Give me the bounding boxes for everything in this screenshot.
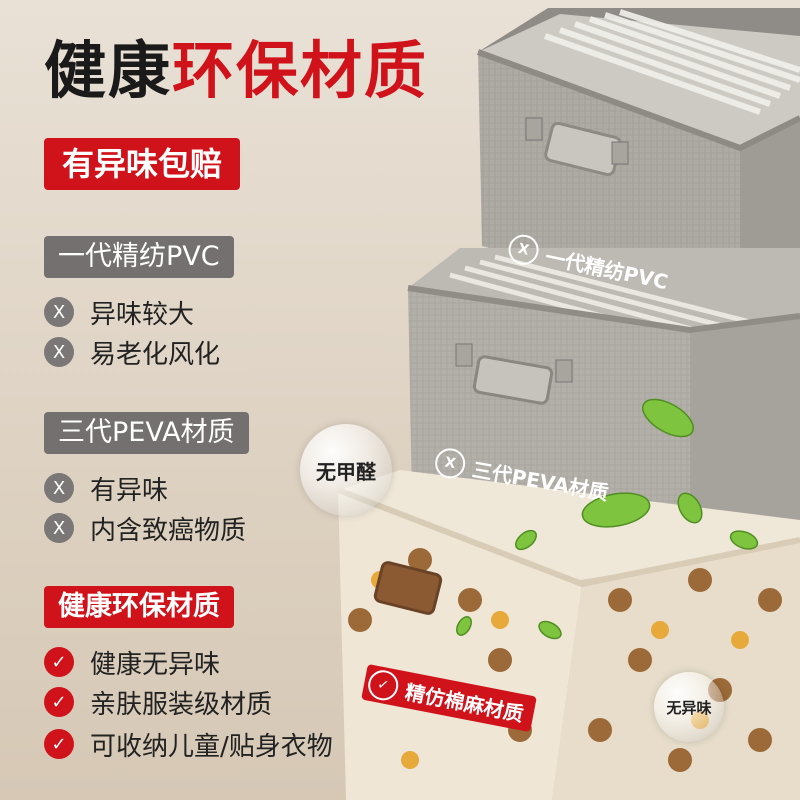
list-item-text: 易老化风化 [90,339,221,370]
headline-part2: 环保材质 [172,34,429,107]
list-item: X 异味较大 [44,296,195,330]
cross-icon: X [432,446,468,481]
list-item: ✓ 可收纳儿童/贴身衣物 [44,728,333,762]
list-item-text: 可收纳儿童/贴身衣物 [90,731,333,762]
list-item-text: 健康无异味 [90,649,221,680]
peva-box-label: X 三代PEVA材质 [432,446,611,506]
list-item-text: 异味较大 [90,299,195,330]
check-icon: ✓ [44,729,74,759]
formaldehyde-free-text: 无甲醛 [316,459,376,484]
check-icon: ✓ [44,687,74,717]
leaf-decorations [456,398,759,640]
cross-icon: X [44,297,74,327]
linen-box [336,470,800,800]
cross-icon: X [44,337,74,367]
list-item: ✓ 亲肤服装级材质 [44,686,273,720]
odor-free-bubble: 无异味 [654,672,724,742]
list-item: X 易老化风化 [44,336,221,370]
list-item-text: 内含致癌物质 [90,515,247,546]
peva-box [407,248,800,556]
linen-box-label: ✓ 精仿棉麻材质 [361,664,537,733]
section-label-eco: 健康环保材质 [44,586,234,628]
pvc-box-label-text: 一代精纺PVC [543,244,671,294]
check-icon: ✓ [365,667,401,703]
formaldehyde-free-bubble: 无甲醛 [300,424,392,516]
list-item: X 有异味 [44,472,169,506]
list-item: ✓ 健康无异味 [44,646,221,680]
guarantee-banner: 有异味包赔 [44,138,241,190]
odor-free-text: 无异味 [666,698,712,717]
pvc-box-label: X 一代精纺PVC [505,232,672,295]
headline-part1: 健康 [44,34,173,107]
list-item: X 内含致癌物质 [44,512,247,546]
list-item-text: 有异味 [90,475,169,506]
section-label-peva: 三代PEVA材质 [44,412,249,454]
page-headline: 健康环保材质 [44,40,428,102]
check-icon: ✓ [44,647,74,677]
linen-box-label-text: 精仿棉麻材质 [403,679,526,726]
cross-icon: X [44,473,74,503]
section-label-pvc: 一代精纺PVC [44,236,234,278]
cross-icon: X [505,232,542,268]
peva-box-label-text: 三代PEVA材质 [470,457,611,505]
list-item-text: 亲肤服装级材质 [90,689,273,720]
cross-icon: X [44,513,74,543]
